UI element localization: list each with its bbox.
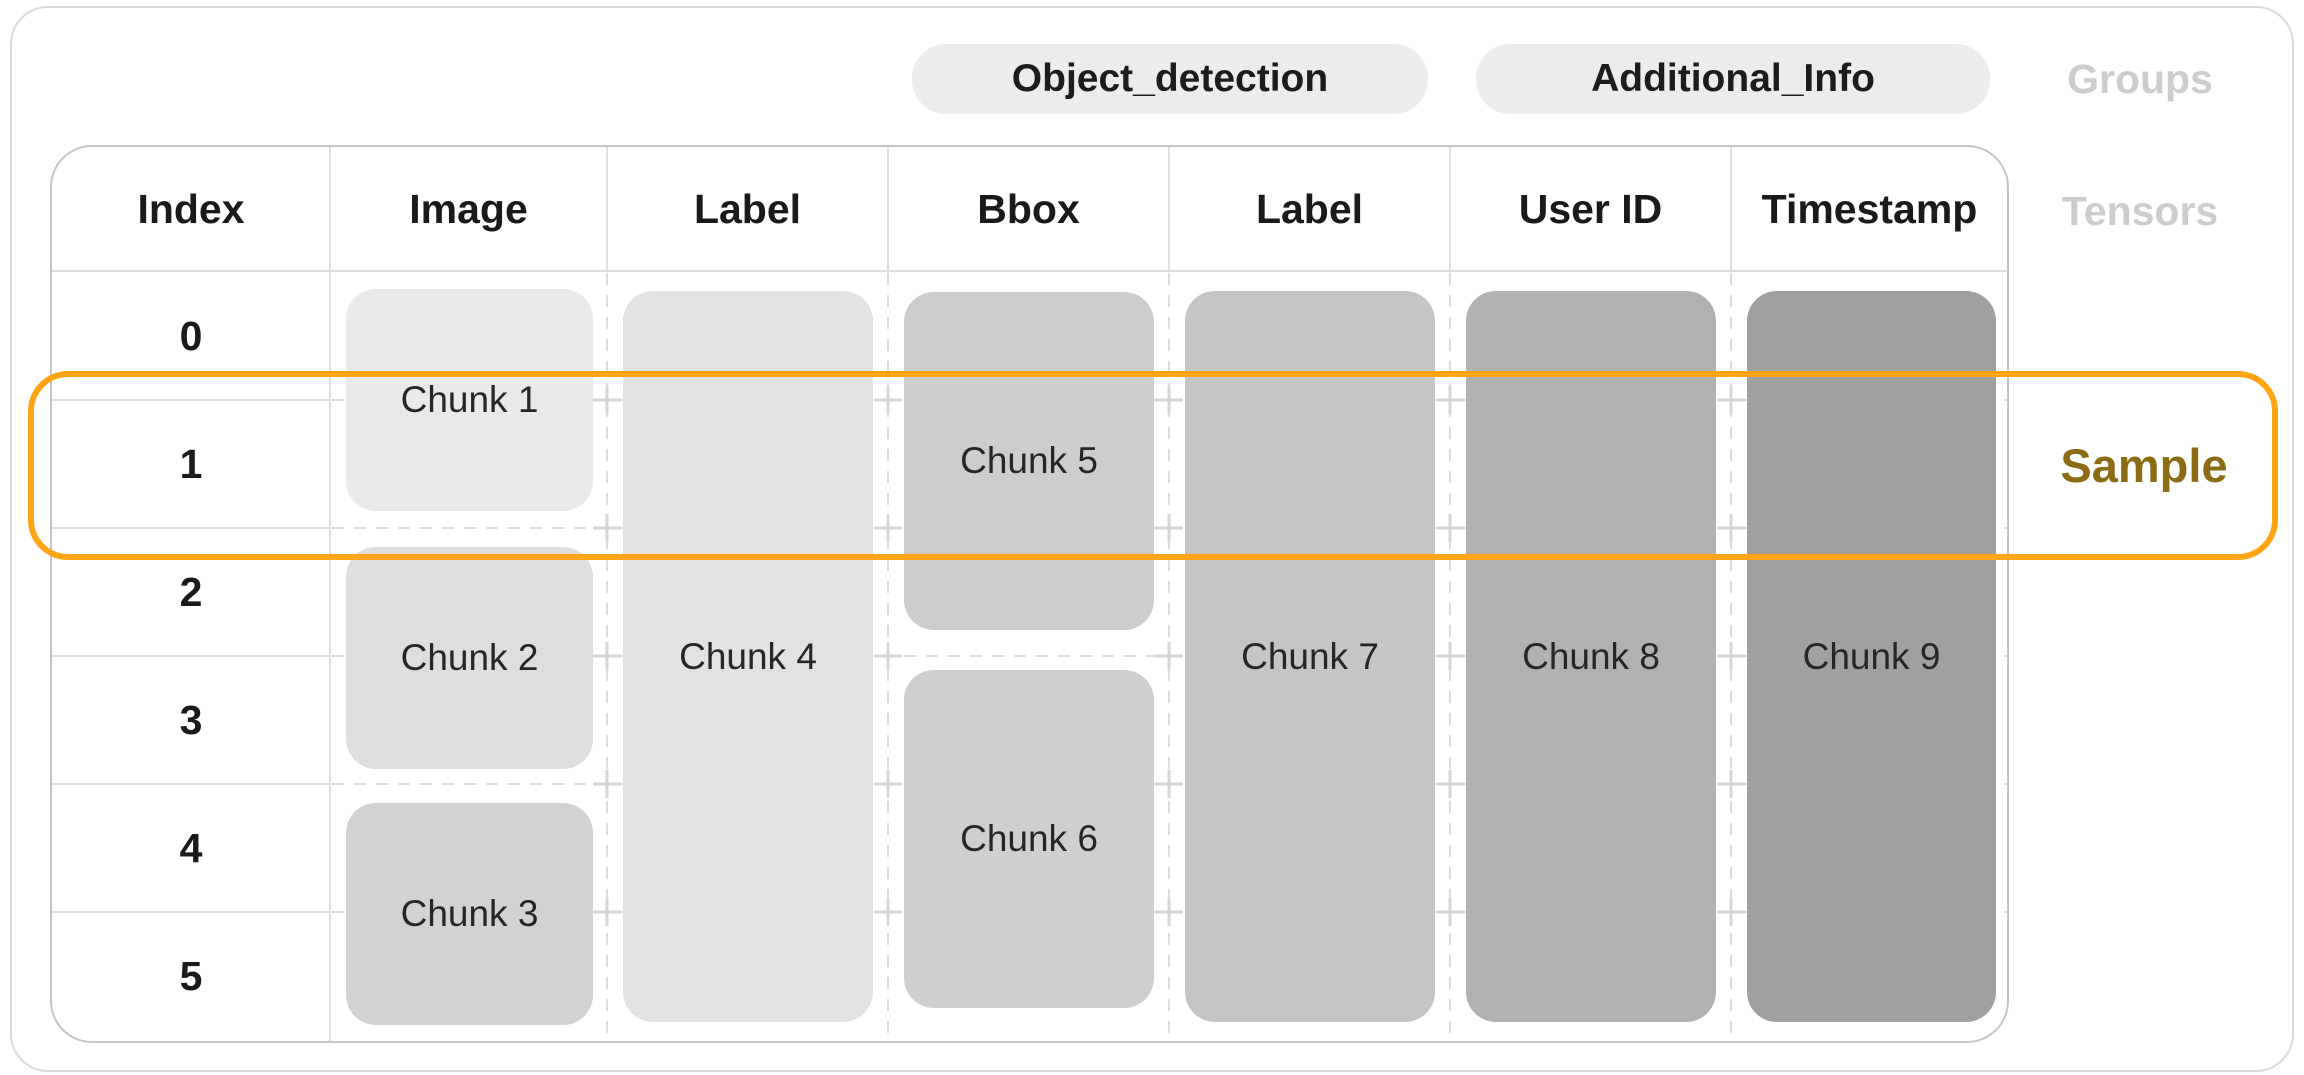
groups-axis-label: Groups [2067, 55, 2213, 102]
group-pill-label: Additional_Info [1591, 57, 1875, 100]
chunk-block: Chunk 1 [346, 289, 593, 511]
index-cell: 5 [179, 952, 203, 999]
column-header-timestamp: Timestamp [1761, 185, 1978, 232]
column-header-index: Index [137, 185, 245, 232]
chunk-block: Chunk 4 [623, 291, 873, 1022]
chunk-label: Chunk 9 [1802, 635, 1941, 677]
column-header-bbox: Bbox [977, 185, 1080, 232]
column-header-userid: User ID [1518, 185, 1663, 232]
column-header-image: Image [409, 185, 528, 232]
chunk-label: Chunk 2 [400, 637, 539, 678]
chunk-label: Chunk 1 [400, 379, 539, 420]
index-cell: 1 [179, 440, 203, 487]
index-cell: 4 [179, 824, 203, 871]
chunk-label: Chunk 3 [400, 893, 539, 934]
chunk-label: Chunk 8 [1522, 635, 1660, 677]
index-cell: 2 [179, 568, 203, 615]
chunk-block: Chunk 7 [1185, 291, 1435, 1022]
group-pill-object-detection: Object_detection [912, 44, 1428, 114]
chunk-block: Chunk 6 [904, 670, 1154, 1008]
chunk-label: Chunk 5 [960, 440, 1098, 481]
chunk-block: Chunk 2 [346, 547, 593, 769]
chunk-label: Chunk 4 [679, 635, 817, 677]
tensors-axis-label: Tensors [2061, 187, 2219, 234]
chunk-label: Chunk 6 [960, 818, 1098, 859]
sample-row-highlight [28, 371, 2278, 560]
chunk-block: Chunk 5 [904, 292, 1154, 630]
index-cell: 3 [179, 696, 203, 743]
chunk-label: Chunk 7 [1241, 635, 1379, 677]
chunk-block: Chunk 8 [1466, 291, 1716, 1022]
column-header-label: Label [693, 185, 802, 232]
chunk-block: Chunk 9 [1747, 291, 1996, 1022]
column-header-label2: Label [1255, 185, 1364, 232]
sample-label: Sample [2060, 438, 2228, 492]
group-pill-additional-info: Additional_Info [1476, 44, 1990, 114]
group-pill-label: Object_detection [1011, 57, 1329, 100]
chunk-block: Chunk 3 [346, 803, 593, 1025]
index-cell: 0 [179, 312, 203, 359]
